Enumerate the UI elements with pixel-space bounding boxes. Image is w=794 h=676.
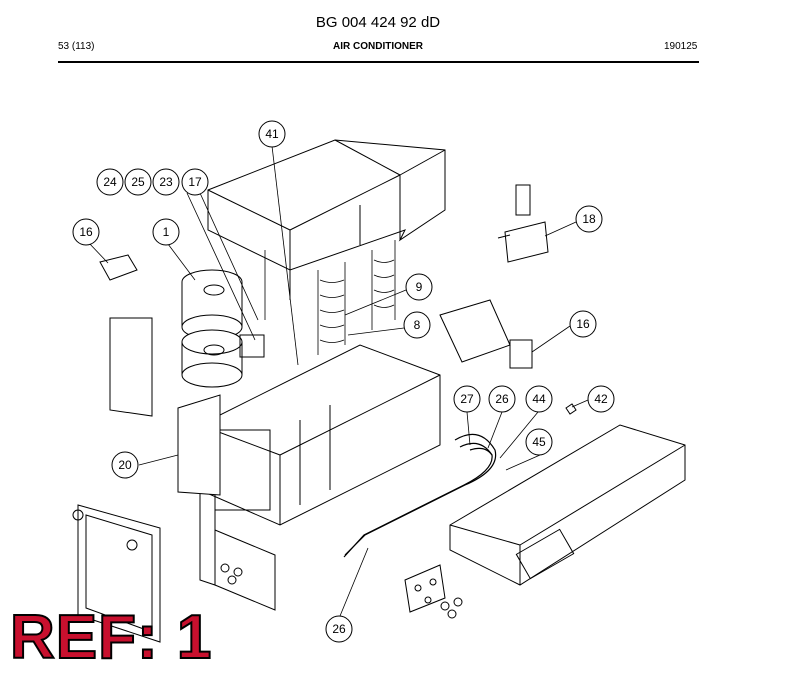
callout-9: 9: [416, 280, 423, 294]
callout-44: 44: [532, 392, 546, 406]
callout-45: 45: [532, 435, 546, 449]
expansion-valve: [497, 184, 549, 263]
page-number: 53 (113): [58, 41, 95, 52]
condensate-pipes: [343, 433, 497, 558]
drain-tray: [449, 424, 686, 586]
callout-20: 20: [118, 458, 132, 472]
callout-circles: [72, 120, 615, 643]
control-box: [439, 299, 533, 369]
document-id: BG 004 424 92 dD: [315, 14, 441, 31]
callout-24: 24: [103, 175, 117, 189]
callout-labels: 41 24 25 23 17 16 1 18 9 8 16 20 27 26 4…: [79, 127, 608, 636]
callout-41: 41: [265, 127, 279, 141]
callout-16: 16: [79, 225, 93, 239]
leader-lines: [87, 145, 589, 617]
callout-17: 17: [188, 175, 202, 189]
top-housing: [207, 139, 446, 300]
sensor: [565, 403, 577, 415]
revision-date: 190125: [664, 41, 698, 52]
callout-25: 25: [131, 175, 145, 189]
ref-label: REF: 1: [9, 603, 213, 672]
section-title: AIR CONDITIONER: [333, 41, 423, 52]
switch-left: [99, 254, 138, 281]
main-frame: [199, 344, 441, 611]
callout-8: 8: [414, 318, 421, 332]
side-panel: [177, 394, 221, 496]
callout-26: 26: [495, 392, 509, 406]
header-rule: [58, 61, 699, 63]
callout-1: 1: [163, 225, 170, 239]
filter-frame: [72, 504, 161, 643]
blower-motor: [181, 269, 265, 388]
evaporator-coil: [264, 240, 396, 355]
callout-27: 27: [460, 392, 474, 406]
callout-23: 23: [159, 175, 173, 189]
valve-bracket: [404, 564, 463, 619]
callout-16b: 16: [576, 317, 590, 331]
callout-26b: 26: [332, 622, 346, 636]
callout-42: 42: [594, 392, 608, 406]
callout-18: 18: [582, 212, 596, 226]
cover-panel: [109, 317, 153, 417]
